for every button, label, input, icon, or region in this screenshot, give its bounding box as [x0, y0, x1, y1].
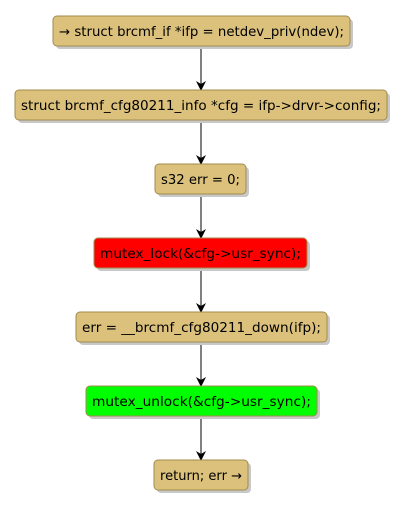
flow-node: return; err →: [153, 459, 251, 493]
flow-node: err = __brcmf_cfg80211_down(ifp);: [75, 311, 330, 345]
node-label: err = __brcmf_cfg80211_down(ifp);: [82, 321, 321, 336]
node-label: mutex_unlock(&cfg->usr_sync);: [92, 395, 311, 410]
flow-node: mutex_lock(&cfg->usr_sync);: [93, 237, 310, 271]
node-label: s32 err = 0;: [161, 173, 240, 188]
node-label: struct brcmf_cfg80211_info *cfg = ifp->d…: [21, 99, 381, 114]
node-box: [14, 89, 388, 121]
node-label: mutex_lock(&cfg->usr_sync);: [100, 247, 301, 262]
node-label: → struct brcmf_if *ifp = netdev_priv(nde…: [59, 25, 344, 40]
flow-node: mutex_unlock(&cfg->usr_sync);: [85, 385, 320, 419]
node-box: [93, 237, 308, 269]
node-box: [154, 163, 247, 195]
node-box: [52, 15, 351, 47]
flow-node: s32 err = 0;: [154, 163, 249, 197]
flow-node: → struct brcmf_if *ifp = netdev_priv(nde…: [52, 15, 353, 49]
node-box: [75, 311, 328, 343]
node-label: return; err →: [160, 469, 242, 484]
node-box: [85, 385, 318, 417]
flow-node: struct brcmf_cfg80211_info *cfg = ifp->d…: [14, 89, 390, 123]
nodes-layer: → struct brcmf_if *ifp = netdev_priv(nde…: [14, 15, 390, 493]
node-box: [153, 459, 249, 491]
